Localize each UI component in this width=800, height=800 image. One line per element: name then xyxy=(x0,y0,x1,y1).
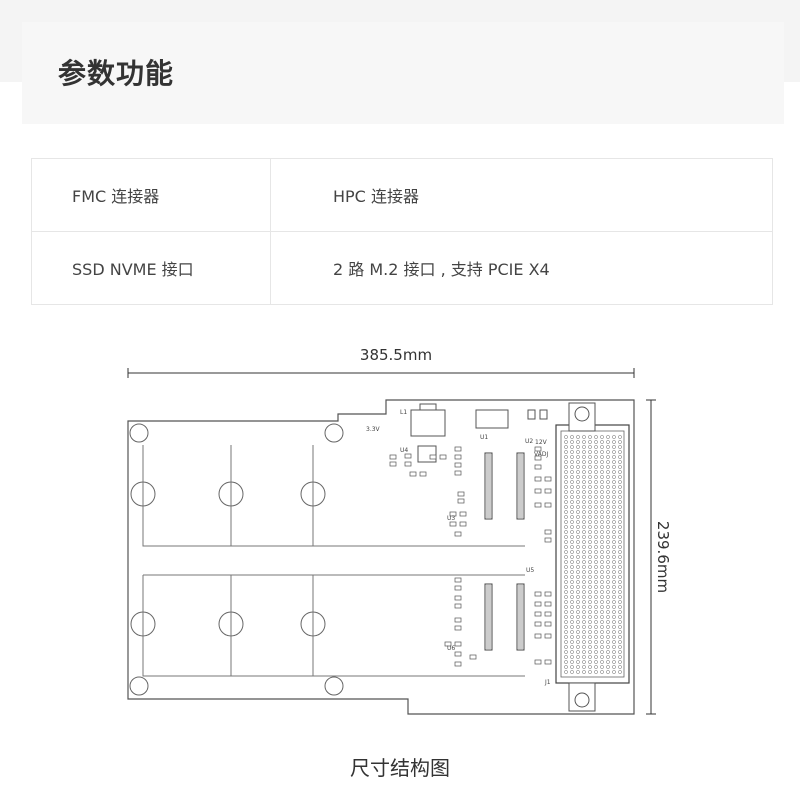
table-row: FMC 连接器 HPC 连接器 xyxy=(31,158,773,232)
width-dimension-label: 385.5mm xyxy=(360,346,432,364)
table-row: SSD NVME 接口 2 路 M.2 接口 , 支持 PCIE X4 xyxy=(31,231,773,305)
silk-u4: U4 xyxy=(400,447,408,454)
connector-pins xyxy=(486,454,523,649)
height-dimension-label: 239.6mm xyxy=(654,521,672,593)
silk-j1: J1 xyxy=(544,679,551,686)
silk-u1: U1 xyxy=(480,434,488,441)
board-outline xyxy=(127,399,635,715)
silk-u2: U2 xyxy=(525,438,533,445)
silk-3v3: 3.3V xyxy=(366,426,381,433)
height-dimension-line xyxy=(646,399,656,715)
m2-connectors xyxy=(484,452,525,651)
spec-key: SSD NVME 接口 xyxy=(31,231,271,305)
silk-vadj: VADJ xyxy=(534,451,548,458)
silk-u6: U6 xyxy=(447,645,455,652)
silk-l1: L1 xyxy=(400,409,407,416)
spec-table: FMC 连接器 HPC 连接器 SSD NVME 接口 2 路 M.2 接口 ,… xyxy=(31,158,773,305)
spec-key: FMC 连接器 xyxy=(31,158,271,232)
board-dimension-diagram: 385.5mm 239.6mm xyxy=(127,346,672,715)
diagram-caption: 尺寸结构图 xyxy=(350,756,450,780)
section-header: 参数功能 xyxy=(22,22,784,124)
m2-slot-outlines xyxy=(142,445,525,677)
board-silkscreen: L1 3.3V 12V VADJ U1 U2 U3 U4 U5 U6 J1 xyxy=(366,409,551,686)
silk-12v: 12V xyxy=(535,439,548,446)
power-components xyxy=(410,403,548,463)
section-title: 参数功能 xyxy=(58,57,175,90)
spec-value: 2 路 M.2 接口 , 支持 PCIE X4 xyxy=(270,231,773,305)
fmc-connector xyxy=(555,402,630,712)
silk-u3: U3 xyxy=(447,515,455,522)
smd-components xyxy=(389,446,552,667)
width-dimension-line xyxy=(127,368,635,378)
silk-u5: U5 xyxy=(526,567,534,574)
spec-value: HPC 连接器 xyxy=(270,158,773,232)
